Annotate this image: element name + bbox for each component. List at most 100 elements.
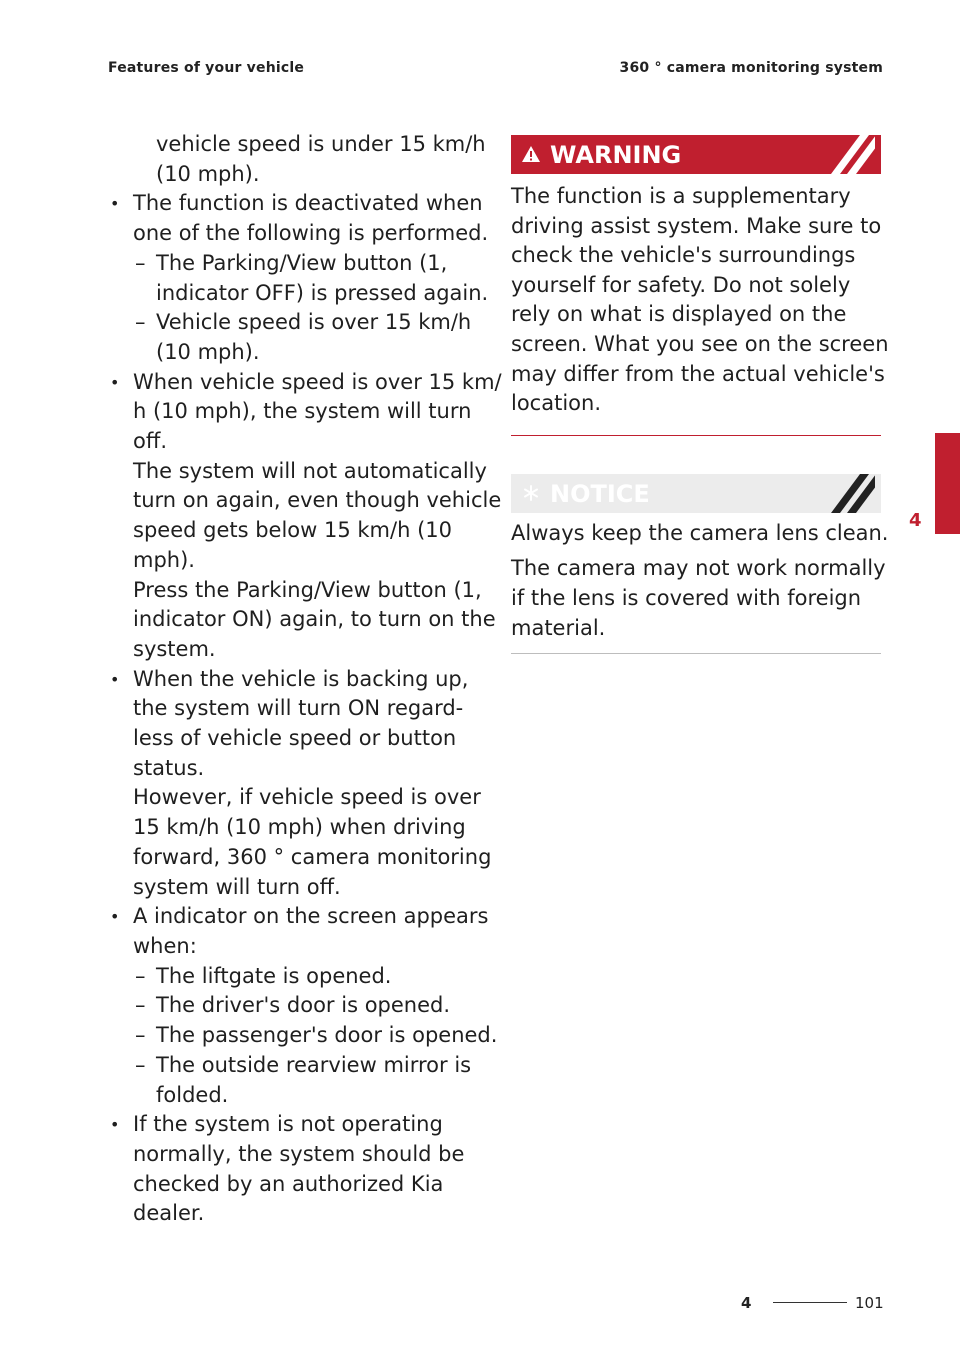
left-column-text: vehicle speed is under 15 km/h (10 mph). •… (108, 130, 502, 1229)
dash-glyph: – (135, 1052, 146, 1077)
text-line: vehicle speed is under 15 km/h (108, 130, 486, 160)
dash-glyph: – (135, 310, 146, 335)
header-topic-title: 360 ° camera monitoring system (619, 60, 883, 76)
text-line: turn on again, even though vehicle (108, 486, 501, 516)
text-line: –Vehicle speed is over 15 km/h (108, 308, 483, 338)
right-column: WARNING The function is a supplementary d… (511, 135, 889, 655)
line-text: speed gets below 15 km/h (10 (133, 518, 452, 543)
text-line: • When the vehicle is backing up, (108, 665, 483, 695)
line-text: dealer. (133, 1201, 205, 1226)
warning-line: The function is a supplementary (511, 184, 851, 208)
text-line: dealer. (108, 1199, 483, 1229)
line-text: The Parking/View button (1, (156, 250, 448, 275)
notice-line: The camera may not work normally (511, 556, 886, 581)
line-text: (10 mph). (156, 339, 260, 364)
text-line: However, if vehicle speed is over (108, 783, 483, 813)
line-text: less of vehicle speed or button (133, 726, 457, 751)
text-line: • If the system is not operating (108, 1110, 483, 1140)
dash-glyph: – (135, 963, 146, 988)
notice-title: NOTICE (550, 479, 650, 508)
line-text: off. (133, 429, 167, 454)
text-line: (10 mph). (108, 338, 483, 368)
line-text: Vehicle speed is over 15 km/h (156, 310, 472, 335)
text-line: forward, 360 ° camera monitoring (108, 843, 491, 873)
bullet-glyph: • (110, 669, 120, 689)
text-line: The system will not automatically (108, 457, 487, 487)
line-text: 15 km/h (10 mph) when driving (133, 815, 466, 840)
notice-line: material. (511, 615, 606, 640)
line-text: When vehicle speed is over 15 km/ (133, 369, 502, 394)
line-text: vehicle speed is under 15 km/h (156, 132, 486, 156)
footer-divider (773, 1302, 847, 1303)
text-line: speed gets below 15 km/h (10 (108, 516, 483, 546)
notice-paragraph-2: The camera may not work normally if the l… (511, 554, 886, 643)
line-text: The function is deactivated when (133, 191, 483, 216)
warning-line: check the vehicle's surroundings (511, 243, 856, 268)
line-text: forward, 360 ° camera monitoring (133, 844, 492, 869)
line-text: indicator OFF) is pressed again. (156, 280, 489, 305)
line-text: The driver's door is opened. (156, 993, 451, 1018)
text-line: mph). (108, 546, 483, 576)
text-line: •A indicator on the screen appears (108, 902, 489, 932)
banner-stripes-decoration (831, 135, 875, 174)
notice-divider (511, 653, 881, 655)
text-line: one of the following is performed. (108, 219, 488, 249)
text-line: off. (108, 427, 483, 457)
warning-title: WARNING (550, 141, 682, 169)
bullet-glyph: • (110, 907, 120, 927)
line-text: mph). (133, 547, 195, 572)
warning-line: driving assist system. Make sure to (511, 213, 882, 238)
warning-divider (511, 434, 881, 436)
warning-line: yourself for safety. Do not solely (511, 272, 851, 297)
text-line: status. (108, 754, 483, 784)
banner-stripes-decoration (831, 473, 875, 513)
warning-line: may differ from the actual vehicle's (511, 361, 885, 386)
warning-line: rely on what is displayed on the (511, 302, 847, 327)
bullet-glyph: • (110, 1115, 120, 1135)
line-text: The liftgate is opened. (156, 963, 392, 988)
notice-line: if the lens is covered with foreign (511, 585, 862, 610)
chapter-tab (935, 433, 960, 534)
dash-glyph: – (135, 1023, 146, 1048)
text-line: (10 mph). (108, 160, 483, 190)
footer-page-number: 101 (855, 1294, 884, 1312)
line-text: The outside rearview mirror is (156, 1052, 472, 1077)
notice-paragraph-1: Always keep the camera lens clean. (511, 519, 889, 549)
line-text: checked by an authorized Kia (133, 1171, 444, 1196)
text-line: normally, the system should be (108, 1140, 483, 1170)
text-line: the system will turn ON regard- (108, 694, 483, 724)
text-line: h (10 mph), the system will turn (108, 397, 483, 427)
line-text: When the vehicle is backing up, (133, 666, 469, 691)
notice-line: Always keep the camera lens clean. (511, 520, 889, 545)
text-line: indicator OFF) is pressed again. (108, 279, 488, 309)
line-text: one of the following is performed. (133, 221, 489, 246)
text-line: indicator ON) again, to turn on the (108, 605, 496, 635)
line-text: (10 mph). (156, 161, 260, 186)
line-text: The passenger's door is opened. (156, 1023, 498, 1048)
text-line: • The function is deactivated when (108, 189, 483, 219)
text-line: –The driver's door is opened. (108, 991, 483, 1021)
line-text: when: (133, 933, 197, 958)
warning-line: location. (511, 391, 601, 416)
text-line: –The Parking/View button (1, (108, 249, 483, 279)
text-line: Press the Parking/View button (1, (108, 576, 483, 606)
line-text: system will turn off. (133, 874, 341, 899)
text-line: less of vehicle speed or button (108, 724, 483, 754)
chapter-tab-number: 4 (909, 510, 922, 531)
line-text: status. (133, 755, 205, 780)
text-line: –The liftgate is opened. (108, 962, 483, 992)
bullet-glyph: • (110, 372, 120, 392)
warning-text: The function is a supplementary driving a… (511, 182, 889, 419)
text-line: system will turn off. (108, 873, 483, 903)
notice-banner: NOTICE (511, 473, 881, 513)
text-line: 15 km/h (10 mph) when driving (108, 813, 483, 843)
line-text: Press the Parking/View button (1, (133, 577, 482, 602)
asterisk-icon (524, 484, 538, 501)
text-line: –The passenger's door is opened. (108, 1021, 497, 1051)
line-text: If the system is not operating (133, 1112, 443, 1137)
text-line: checked by an authorized Kia (108, 1170, 483, 1200)
bullet-glyph: • (110, 194, 120, 214)
header-section-title: Features of your vehicle (108, 60, 305, 76)
line-text: folded. (156, 1082, 229, 1107)
dash-glyph: – (135, 250, 146, 275)
